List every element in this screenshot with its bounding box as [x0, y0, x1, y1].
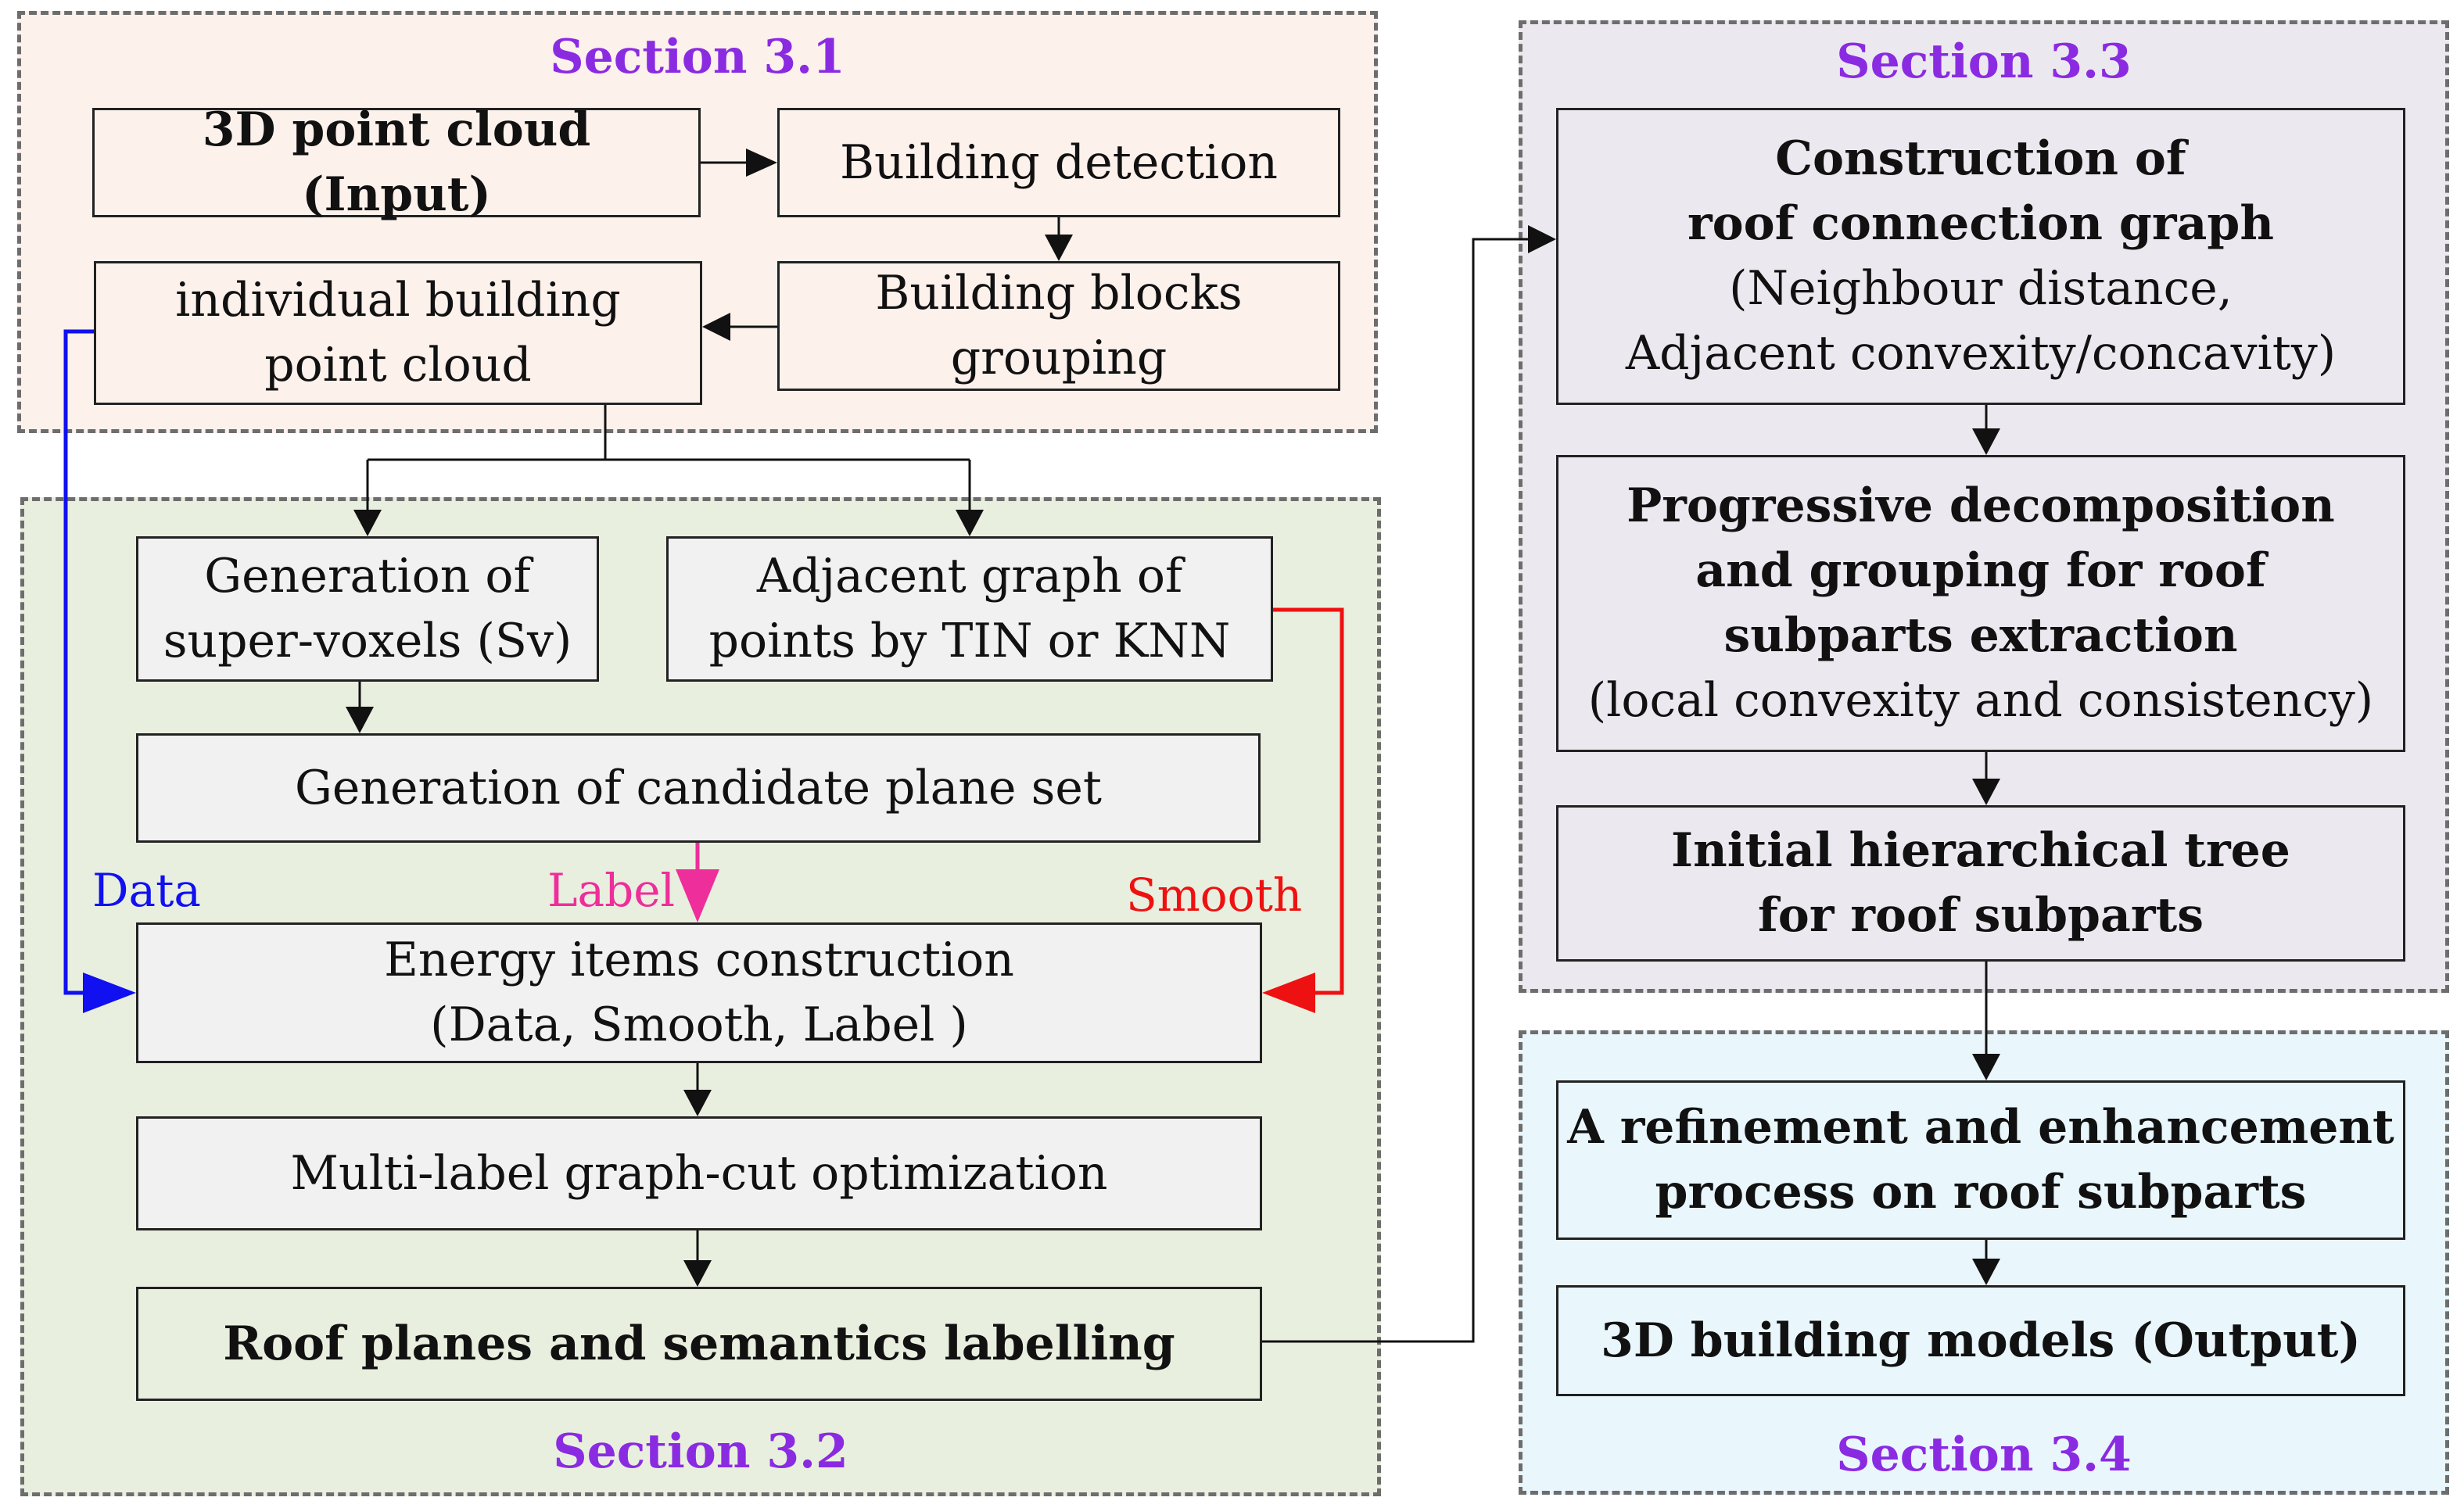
- energy-items-line-1: Energy items construction: [384, 933, 1014, 988]
- arrowhead-label: [676, 869, 719, 922]
- roof-graph-line-4: Adjacent convexity/concavity): [1625, 325, 2337, 381]
- supervoxels-line-1: Generation of: [204, 549, 531, 604]
- arrow-individual-split: [366, 405, 971, 518]
- output-models-label: 3D building models (Output): [1601, 1313, 2361, 1368]
- candidate-plane-box: Generation of candidate plane set: [136, 733, 1261, 843]
- roof-planes-label: Roof planes and semantics labelling: [223, 1316, 1175, 1371]
- roof-graph-line-3: (Neighbour distance,: [1729, 261, 2233, 316]
- input-point-cloud-label: 3D point cloud (Input): [202, 102, 591, 222]
- output-models-box: 3D building models (Output): [1556, 1285, 2405, 1396]
- adjacent-graph-line-2: points by TIN or KNN: [708, 614, 1231, 668]
- supervoxels-box: Generation of super-voxels (Sv): [136, 536, 599, 682]
- roof-graph-line-1: Construction of: [1775, 131, 2186, 187]
- building-detection-label: Building detection: [839, 134, 1279, 190]
- graph-cut-label: Multi-label graph-cut optimization: [290, 1145, 1108, 1201]
- building-blocks-line-1: Building blocks: [875, 266, 1243, 321]
- arrowhead-refinement: [1972, 1054, 2000, 1080]
- arrowhead-smooth: [1262, 972, 1315, 1013]
- progressive-line-1: Progressive decomposition: [1627, 478, 2335, 534]
- roof-graph-line-2: roof connection graph: [1687, 196, 2274, 252]
- arrowhead-roofgraph: [1528, 225, 1556, 253]
- section-3-4-title: Section 3.4: [1836, 1427, 2132, 1482]
- arrowhead-candidate: [346, 707, 374, 733]
- individual-building-line-1: individual building: [175, 273, 621, 328]
- arrowhead-roofplanes: [683, 1260, 712, 1287]
- arrowhead-supervoxels: [353, 510, 382, 536]
- candidate-plane-label: Generation of candidate plane set: [294, 760, 1103, 815]
- section-3-3-title: Section 3.3: [1836, 34, 2132, 89]
- building-detection-box: Building detection: [777, 108, 1340, 217]
- input-point-cloud-box: 3D point cloud (Input): [92, 102, 701, 222]
- roof-connection-graph-box: Construction of roof connection graph (N…: [1556, 108, 2405, 405]
- roof-planes-box: Roof planes and semantics labelling: [136, 1287, 1262, 1401]
- progressive-line-4: (local convexity and consistency): [1587, 672, 2374, 728]
- supervoxels-line-2: super-voxels (Sv): [163, 614, 572, 668]
- data-edge-label: Data: [92, 864, 201, 917]
- arrow-data: [63, 329, 102, 995]
- refinement-line-2: process on roof subparts: [1655, 1165, 2307, 1220]
- arrow-roofplanes-to-roofgraph: [1262, 238, 1539, 1343]
- arrowhead-individual: [702, 313, 730, 341]
- energy-items-box: Energy items construction (Data, Smooth,…: [136, 922, 1262, 1063]
- progressive-line-3: subparts extraction: [1723, 608, 2238, 663]
- arrowhead-detection: [746, 149, 777, 177]
- individual-building-box: individual building point cloud: [94, 261, 702, 405]
- refinement-line-1: A refinement and enhancement: [1567, 1100, 2394, 1155]
- progressive-line-2: and grouping for roof: [1695, 543, 2266, 599]
- arrow-smooth: [1273, 607, 1344, 995]
- individual-building-line-2: point cloud: [264, 338, 532, 392]
- progressive-decomposition-box: Progressive decomposition and grouping f…: [1556, 455, 2405, 752]
- adjacent-graph-line-1: Adjacent graph of: [756, 549, 1183, 604]
- label-edge-label: Label: [547, 864, 676, 917]
- adjacent-graph-box: Adjacent graph of points by TIN or KNN: [666, 536, 1273, 682]
- section-3-1-title: Section 3.1: [550, 30, 845, 84]
- graph-cut-box: Multi-label graph-cut optimization: [136, 1116, 1262, 1230]
- arrowhead-tree: [1972, 779, 2000, 805]
- arrowhead-adjacent: [956, 510, 984, 536]
- section-3-2-title: Section 3.2: [553, 1424, 848, 1479]
- building-blocks-line-2: grouping: [950, 331, 1167, 385]
- smooth-edge-label: Smooth: [1126, 869, 1303, 922]
- hier-tree-line-2: for roof subparts: [1758, 888, 2204, 943]
- arrowhead-blocks: [1045, 235, 1073, 261]
- arrowhead-data: [83, 972, 136, 1013]
- energy-items-line-2: (Data, Smooth, Label ): [430, 998, 968, 1052]
- arrowhead-graphcut: [683, 1090, 712, 1116]
- hier-tree-line-1: Initial hierarchical tree: [1671, 823, 2290, 879]
- building-blocks-box: Building blocks grouping: [777, 261, 1340, 391]
- arrowhead-output: [1972, 1259, 2000, 1285]
- hierarchical-tree-box: Initial hierarchical tree for roof subpa…: [1556, 805, 2405, 962]
- refinement-box: A refinement and enhancement process on …: [1556, 1080, 2405, 1240]
- arrowhead-progressive: [1972, 428, 2000, 455]
